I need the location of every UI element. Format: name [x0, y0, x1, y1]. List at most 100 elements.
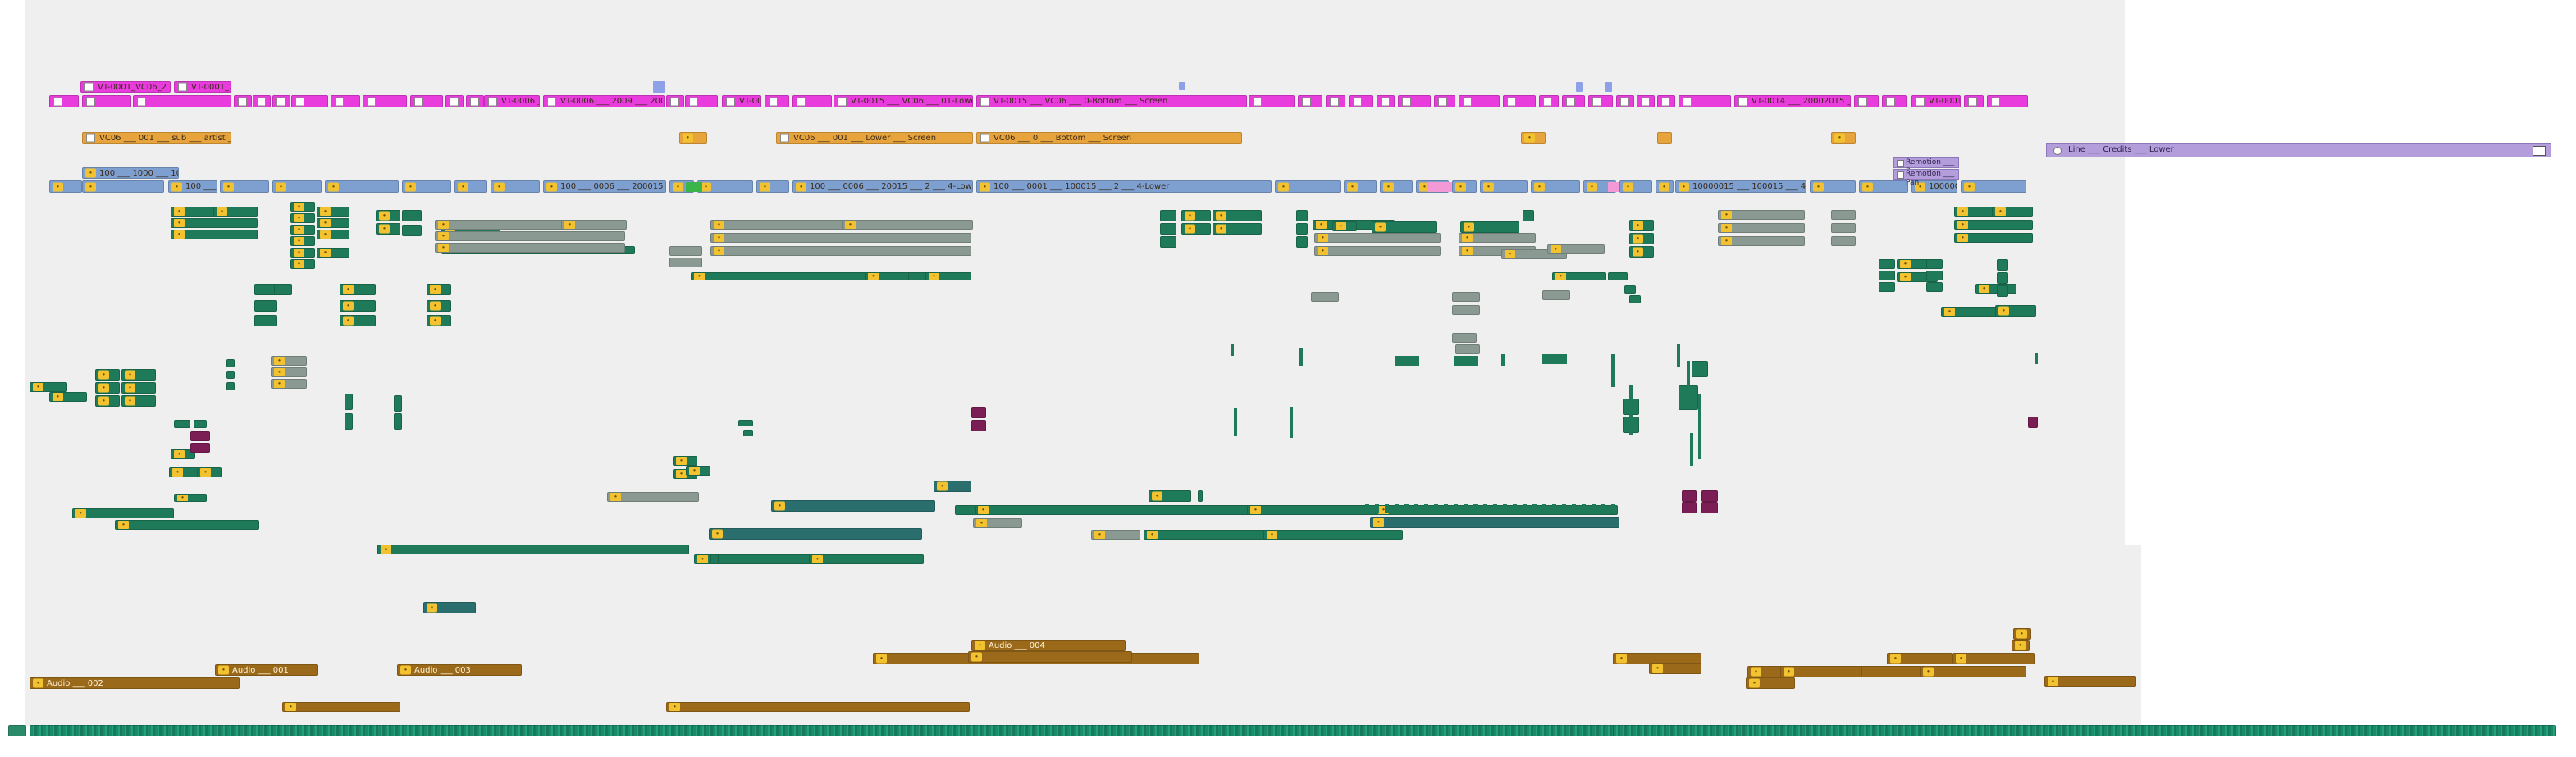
timeline-clip[interactable] [1698, 394, 1701, 459]
video-clip[interactable]: • [290, 202, 315, 212]
video-clip[interactable] [345, 394, 353, 410]
video-clip[interactable]: • [1954, 220, 2033, 230]
video-clip[interactable]: • [171, 449, 195, 459]
video-clip[interactable]: • [1629, 246, 1654, 258]
main-track-clip[interactable]: • [220, 180, 269, 193]
main-track-clip[interactable]: • [1380, 180, 1413, 193]
title-clip[interactable] [1349, 95, 1373, 107]
video-clip[interactable] [226, 371, 235, 379]
video-clip[interactable]: • [673, 456, 697, 466]
video-clip[interactable] [1296, 210, 1308, 221]
audio-clip[interactable]: • [968, 651, 1132, 663]
video-clip[interactable]: • [1213, 210, 1262, 221]
title-clip[interactable]: VT-0015 ___ VC06 ___ 0-Bottom ___ Screen [976, 95, 1247, 107]
main-track-clip[interactable]: • [454, 180, 487, 193]
video-clip[interactable]: • [95, 382, 120, 394]
video-clip[interactable]: • [340, 284, 376, 295]
video-clip[interactable]: • [171, 218, 258, 228]
checkbox-icon[interactable] [780, 133, 789, 143]
checkbox-icon[interactable] [1968, 97, 1977, 106]
title-clip[interactable] [1377, 95, 1395, 107]
checkbox-icon[interactable] [1330, 97, 1339, 106]
video-clip[interactable]: • [423, 602, 476, 613]
main-track-clip[interactable]: •100 ___ 0006 ___ 200015 ___ 2 ___ 4-Low… [543, 180, 666, 193]
checkbox-icon[interactable] [689, 97, 698, 106]
title-clip[interactable]: VT-0001_VC06_2 [80, 81, 171, 93]
timeline-clip[interactable] [2035, 353, 2038, 364]
main-track-clip[interactable]: •100 ___ 0001 ___ 100015 ___ 2 ___ 4-Low… [976, 180, 1272, 193]
video-clip[interactable]: • [317, 207, 349, 217]
video-clip[interactable]: • [1181, 223, 1211, 235]
main-track-clip[interactable]: • [1859, 180, 1908, 193]
video-clip[interactable]: • [1975, 284, 2016, 294]
graphics-clip[interactable] [1455, 344, 1480, 354]
checkbox-icon[interactable] [1620, 97, 1629, 106]
lower-third-clip[interactable]: • [1831, 132, 1856, 144]
main-track-clip[interactable]: • [756, 180, 789, 193]
checkbox-icon[interactable] [86, 97, 95, 106]
video-clip[interactable]: • [340, 315, 376, 326]
graphics-clip[interactable]: • [271, 356, 307, 366]
checkbox-icon[interactable] [488, 97, 497, 106]
checkbox-icon[interactable] [980, 97, 989, 106]
main-track-clip[interactable]: • [272, 180, 322, 193]
graphics-clip[interactable] [1311, 292, 1339, 302]
video-clip[interactable] [1997, 272, 2008, 284]
title-clip[interactable] [1249, 95, 1295, 107]
video-clip[interactable] [1160, 210, 1176, 221]
timeline-clip[interactable] [1404, 504, 1409, 513]
lower-third-clip[interactable]: • [679, 132, 707, 144]
audio-clip[interactable]: • [2044, 676, 2136, 687]
video-clip[interactable]: • [1332, 221, 1357, 231]
graphics-clip[interactable]: • [271, 367, 307, 377]
graphics-clip[interactable] [1452, 292, 1480, 302]
video-clip[interactable] [1198, 490, 1203, 502]
video-clip[interactable]: • [427, 315, 451, 326]
graphics-clip[interactable]: • [435, 231, 625, 241]
checkbox-icon[interactable] [1738, 97, 1747, 106]
checkbox-icon[interactable] [1858, 97, 1867, 106]
checkbox-icon[interactable] [450, 97, 459, 106]
title-clip[interactable]: VT-0001_2 [174, 81, 231, 93]
title-clip[interactable] [133, 95, 231, 107]
video-clip[interactable]: • [290, 248, 315, 258]
title-clip[interactable] [1637, 95, 1655, 107]
audio-clip[interactable]: • [1887, 653, 1953, 664]
main-track-clip[interactable]: • [1656, 180, 1674, 193]
timeline-clip[interactable] [1552, 504, 1556, 513]
timeline-clip[interactable] [1629, 385, 1633, 435]
graphics-clip[interactable]: • [1091, 530, 1140, 540]
title-clip[interactable] [1459, 95, 1500, 107]
checkbox-icon[interactable] [295, 97, 304, 106]
graphics-clip[interactable]: • [710, 246, 971, 256]
adjustment-clip[interactable] [1682, 490, 1697, 502]
caption-subitem[interactable]: Remotion ___ Pan [1893, 169, 1959, 187]
title-clip[interactable] [1987, 95, 2028, 107]
checkbox-icon[interactable] [86, 133, 95, 143]
video-clip[interactable]: • [121, 369, 156, 381]
video-clip[interactable] [1160, 223, 1176, 235]
video-clip[interactable]: • [1992, 207, 2016, 217]
title-clip[interactable]: VT-0014 ___ 20002015 ___ 2016 [1734, 95, 1851, 107]
title-clip[interactable] [1326, 95, 1345, 107]
main-track-clip[interactable]: • [402, 180, 451, 193]
video-clip[interactable]: • [290, 259, 315, 269]
checkbox-icon[interactable] [414, 97, 423, 106]
title-clip[interactable] [1882, 95, 1907, 107]
title-clip[interactable] [410, 95, 443, 107]
video-clip[interactable] [174, 420, 190, 428]
main-track-clip[interactable]: • [491, 180, 540, 193]
checkbox-icon[interactable] [797, 97, 806, 106]
checkbox-icon[interactable] [769, 97, 778, 106]
video-clip[interactable] [394, 395, 402, 412]
timeline-clip[interactable] [1234, 408, 1237, 436]
timeline-clip[interactable] [1503, 504, 1507, 513]
video-clip[interactable] [710, 554, 719, 564]
main-track-clip[interactable]: •100 ___ 1001 [168, 180, 217, 193]
title-clip[interactable] [685, 95, 718, 107]
video-clip[interactable]: • [169, 467, 199, 477]
audio-clip[interactable]: • [1780, 666, 1862, 677]
graphics-clip[interactable]: • [271, 379, 307, 389]
video-clip[interactable] [402, 210, 422, 221]
checkbox-icon[interactable] [1302, 97, 1311, 106]
